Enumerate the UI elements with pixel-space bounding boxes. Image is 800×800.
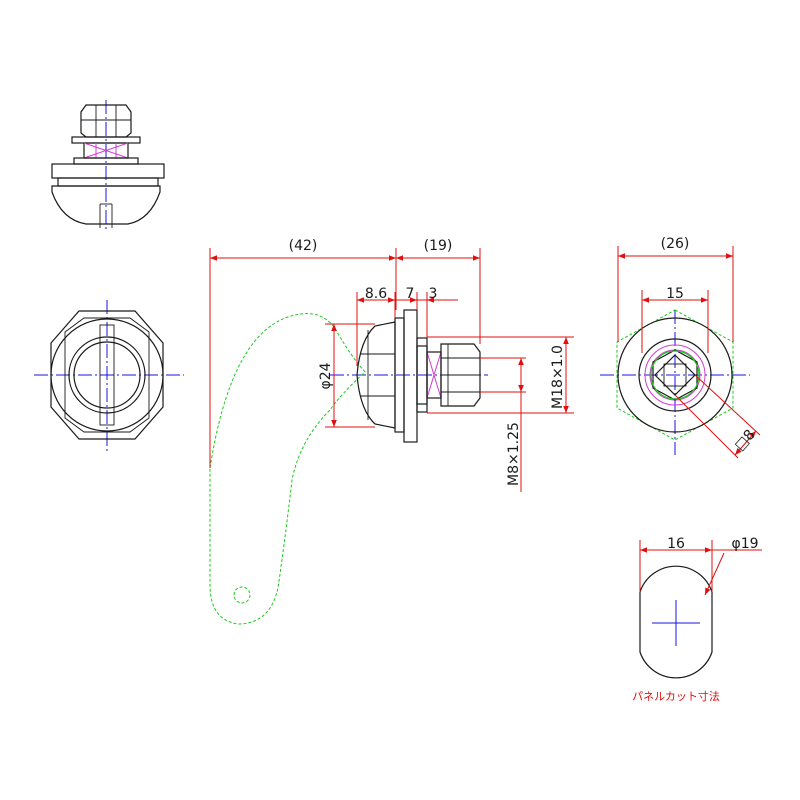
side-dimensions: (42) (19) 8.6 7 3 φ24 M18×1.0 M8×1.2 xyxy=(209,238,574,492)
hex-width-label: (26) xyxy=(661,236,690,252)
panel-cutout-view xyxy=(639,565,713,679)
side-view xyxy=(209,309,488,625)
nut-pos-2-label: 3 xyxy=(429,286,438,302)
panel-cut-note: パネルカット寸法 xyxy=(632,689,720,703)
top-view xyxy=(51,100,165,232)
front-view xyxy=(34,300,184,452)
rear-view xyxy=(600,309,750,455)
cutout-diameter-label: φ19 xyxy=(731,536,758,552)
inner-width-label: 15 xyxy=(666,286,684,302)
rear-dimensions: (26) 15 □8 xyxy=(617,236,761,459)
thread-main-label: M18×1.0 xyxy=(550,345,566,409)
body-length-label: (19) xyxy=(424,238,453,254)
nut-pos-1-label: 7 xyxy=(406,286,415,302)
head-diameter-label: φ24 xyxy=(318,362,334,389)
cutout-dimensions: 16 φ19 xyxy=(639,536,762,596)
square-shaft-label: □8 xyxy=(732,427,759,454)
cutout-flat-label: 16 xyxy=(667,536,685,552)
cam-outline xyxy=(209,313,366,625)
flange-thickness-label: 8.6 xyxy=(365,286,387,302)
thread-shaft-label: M8×1.25 xyxy=(506,422,522,486)
overall-length-label: (42) xyxy=(289,238,318,254)
